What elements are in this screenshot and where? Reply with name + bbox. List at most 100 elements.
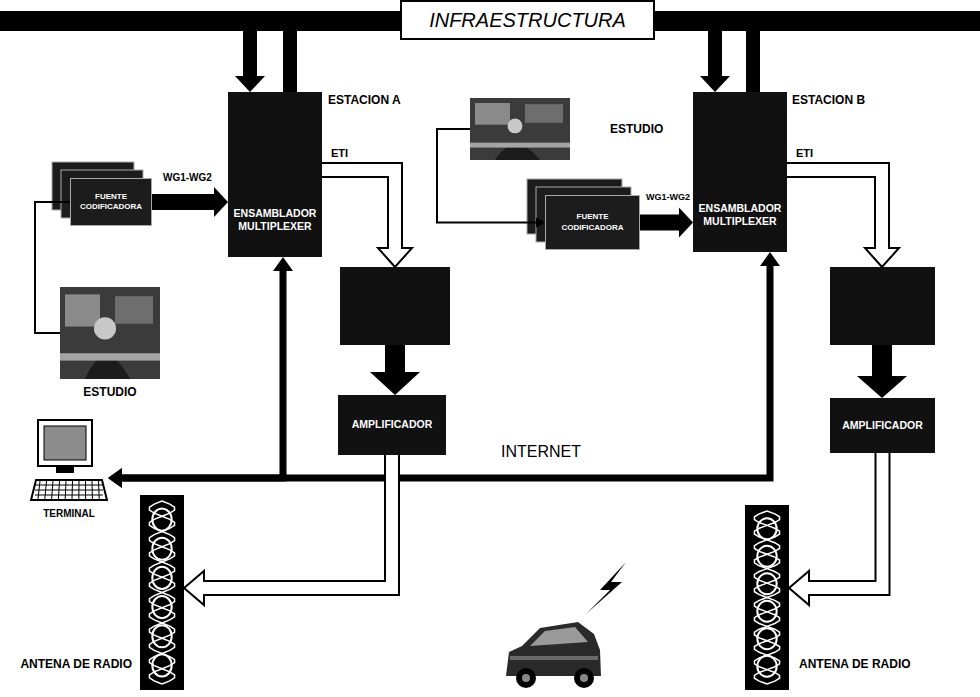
eti-arrow-inner	[322, 170, 395, 251]
antenna-drawing	[745, 505, 789, 690]
keyboard-keys	[85, 481, 86, 499]
photo-person	[508, 118, 523, 133]
node-text: ANTENA DE RADIO	[20, 657, 132, 671]
keyboard-keys	[92, 481, 93, 499]
antenna-wire	[149, 501, 174, 684]
multiplexer-box: ENSAMBLADOR MULTIPLEXER	[228, 92, 322, 257]
antenna-wire	[149, 501, 174, 684]
connector-line	[655, 21, 715, 77]
keyboard	[31, 480, 107, 500]
connector-outline	[203, 455, 392, 588]
antenna-helix	[757, 656, 776, 677]
car-trim	[510, 656, 598, 660]
photo-drawing	[60, 287, 160, 379]
connector	[640, 208, 693, 238]
connector	[290, 21, 400, 92]
car-wheel	[516, 668, 536, 688]
keyboard-keys	[45, 481, 47, 499]
connector-line	[121, 265, 770, 478]
signal-arrow	[370, 345, 420, 395]
station-label: ESTACION B	[792, 93, 865, 107]
car-illustration	[506, 622, 601, 688]
arrow-head	[108, 468, 122, 488]
arrow-head	[214, 187, 228, 217]
photo-monitor	[525, 104, 563, 123]
connector-line	[640, 215, 680, 231]
connector	[152, 187, 228, 217]
node-text: ESTUDIO	[40, 385, 180, 399]
photo-drawing	[470, 98, 570, 160]
keyboard-keys	[98, 481, 100, 499]
node-text: TERMINAL	[10, 508, 128, 519]
signal-label: ETI	[796, 147, 813, 159]
antenna-symbol: ANTENA DE RADIO	[140, 495, 184, 690]
keyboard-keys	[72, 481, 74, 499]
connector-line	[655, 21, 753, 92]
photo-monitor	[475, 103, 510, 125]
arrow-head	[700, 76, 730, 92]
node-text: ESTUDIO	[610, 122, 663, 136]
connector-outline	[808, 453, 883, 588]
arrow-head	[760, 252, 780, 266]
arrow-head	[273, 257, 293, 271]
signal-arrow	[857, 345, 907, 398]
amplifier-box: AMPLIFICADOR	[338, 395, 446, 455]
terminal-icon: TERMINAL	[30, 418, 108, 506]
antenna-wire	[754, 511, 779, 684]
node-text: INFRAESTRUCTURA	[429, 9, 626, 32]
photo-monitor	[65, 294, 100, 326]
encoder-box: FUENTE CODIFICADORA	[545, 195, 640, 250]
photo-person	[94, 317, 116, 339]
monitor-screen	[44, 426, 86, 460]
photo-desk	[60, 353, 160, 360]
node-text: ENSAMBLADOR MULTIPLEXER	[697, 202, 783, 228]
photo-ground	[470, 98, 570, 160]
node-text: ENSAMBLADOR MULTIPLEXER	[232, 207, 318, 233]
modulator-box	[340, 267, 450, 345]
connector-line	[290, 21, 400, 92]
antenna-mast	[745, 505, 789, 690]
connector-inner	[806, 453, 883, 588]
connector-line	[250, 21, 400, 77]
keyboard-keys	[38, 481, 40, 499]
studio-photo: ESTUDIO	[60, 287, 160, 379]
encoder-box: FUENTE CODIFICADORA	[70, 178, 152, 226]
antenna-wire	[754, 511, 779, 684]
station-label: ESTACION A	[328, 93, 401, 107]
keyboard-keys	[78, 481, 79, 499]
node-text: FUENTE CODIFICADORA	[74, 192, 148, 213]
eti-arrow	[322, 170, 395, 250]
connector	[184, 455, 392, 605]
signal-label: ETI	[331, 147, 348, 159]
connector	[655, 21, 753, 92]
modulator-box	[830, 267, 935, 345]
car-wheel	[574, 668, 594, 688]
photo-ground	[60, 287, 160, 379]
connector-label: WG1-WG2	[162, 172, 213, 183]
node-text: AMPLIFICADOR	[842, 419, 923, 432]
monitor-stand	[56, 466, 74, 473]
arrow-head	[536, 218, 545, 228]
connector-label: WG1-WG2	[645, 192, 691, 202]
connector	[235, 21, 400, 92]
car-body	[506, 622, 601, 676]
antenna-drawing	[140, 495, 184, 690]
car-window	[530, 627, 588, 646]
connector-inner	[201, 455, 392, 588]
car-hub	[522, 674, 530, 682]
photo-monitor	[115, 296, 153, 324]
multiplexer-box: ENSAMBLADOR MULTIPLEXER	[693, 92, 787, 252]
connector-label: INTERNET	[500, 443, 582, 461]
antenna-symbol: ANTENA DE RADIO	[745, 505, 789, 690]
monitor-frame	[38, 420, 92, 466]
node-text: AMPLIFICADOR	[352, 418, 433, 431]
arrow-head	[679, 208, 693, 238]
keyboard-keys	[58, 481, 59, 499]
amplifier-box: AMPLIFICADOR	[830, 398, 935, 453]
keyboard-keys	[52, 481, 53, 499]
keyboard-keys	[35, 485, 103, 486]
signal-bolt	[586, 562, 626, 614]
keyboard-keys	[65, 481, 67, 499]
studio-photo: ESTUDIO	[470, 98, 570, 160]
arrow-head	[108, 468, 122, 488]
